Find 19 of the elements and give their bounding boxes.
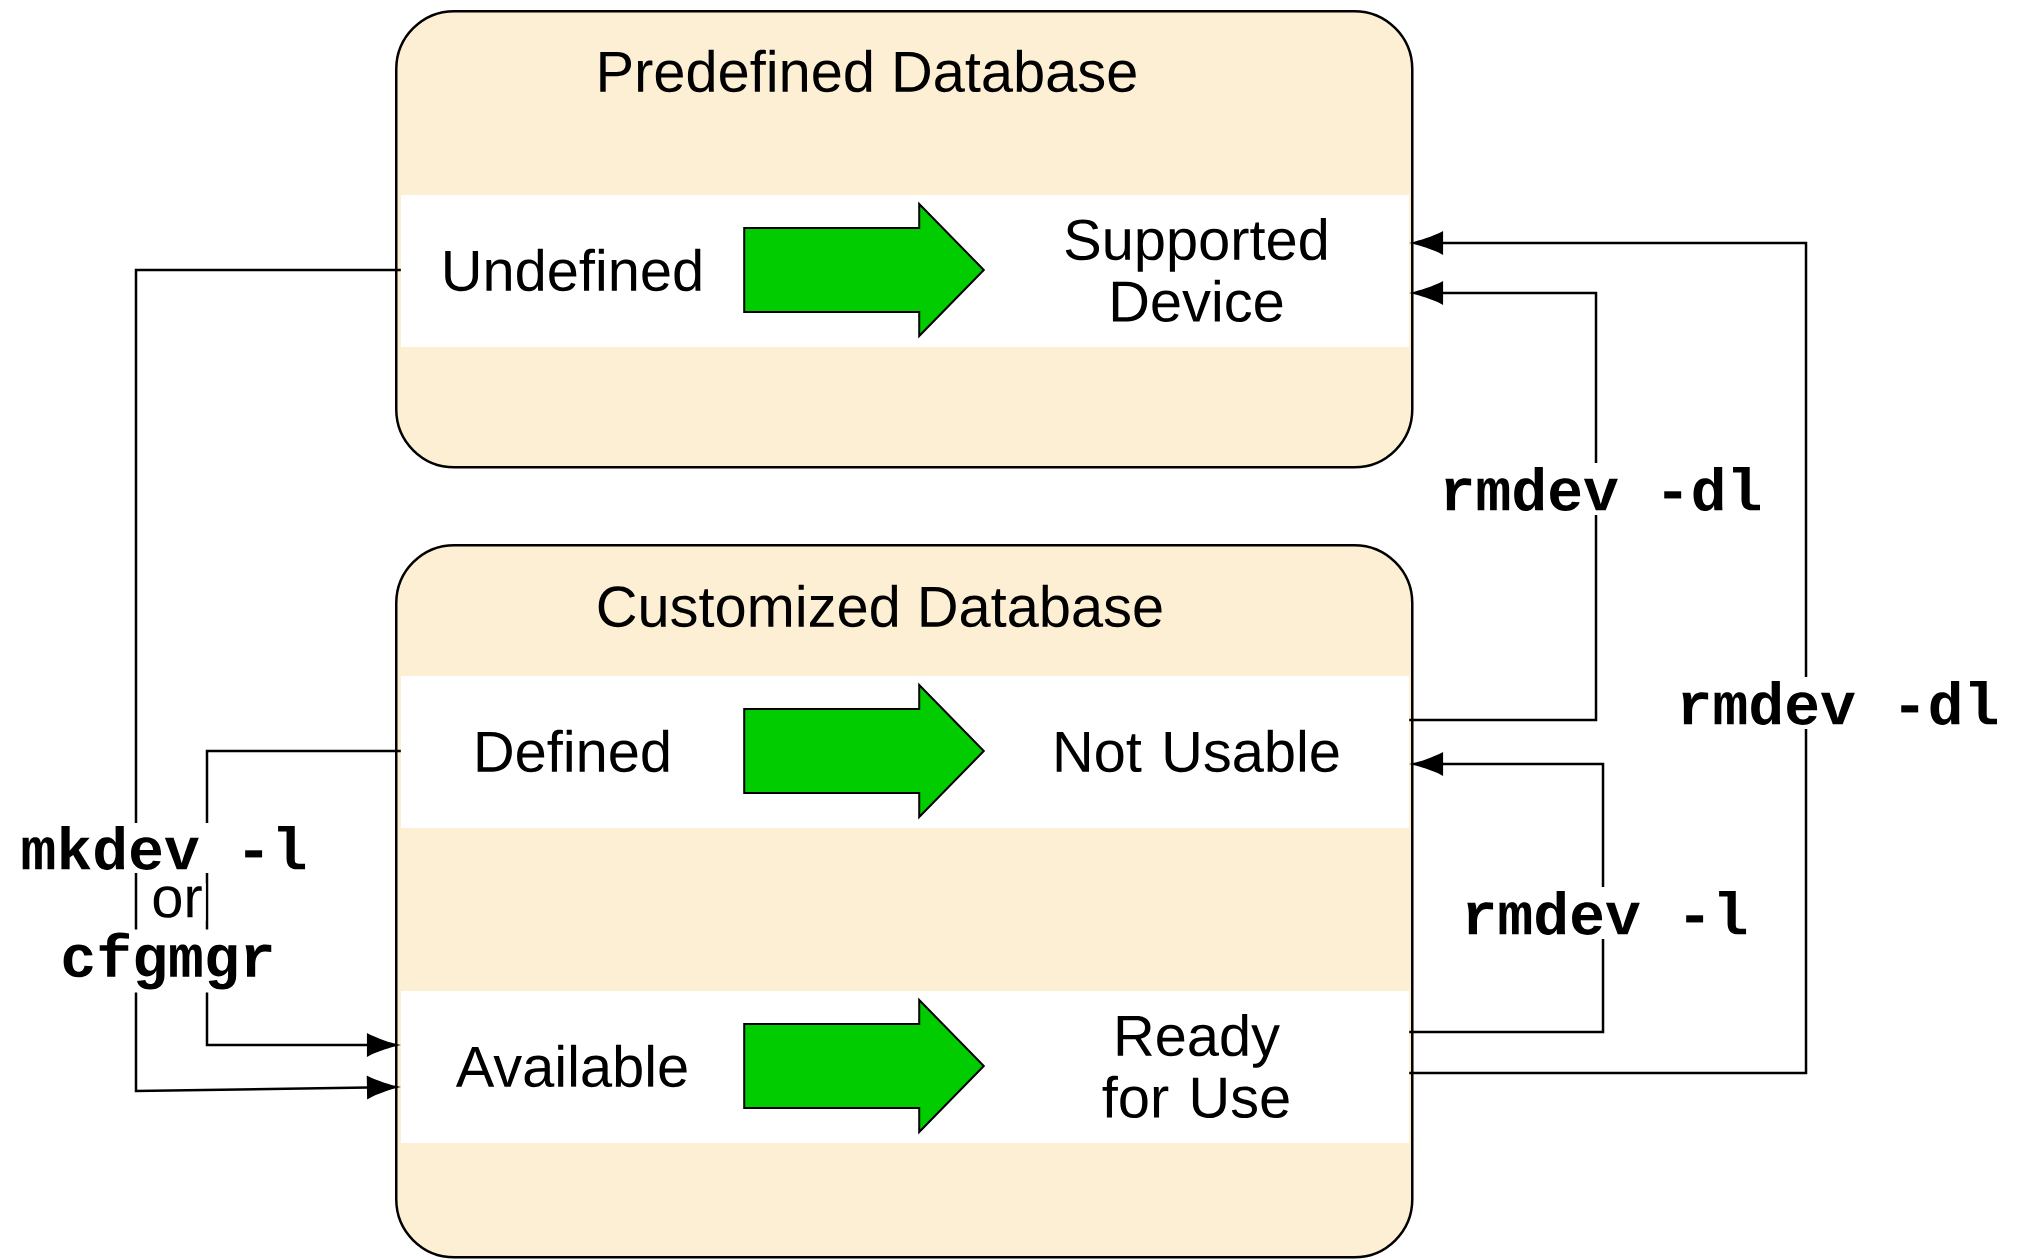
- block-arrow: [743, 997, 986, 1135]
- edge-label: rmdev -l: [1467, 891, 1747, 935]
- command-label: or: [148, 883, 206, 921]
- state-label: Supported Device: [1065, 217, 1327, 323]
- state-label: Defined: [477, 729, 669, 773]
- block-arrow: [743, 682, 986, 820]
- edge-label: rmdev -dl: [1445, 467, 1760, 511]
- state-label: Available: [455, 1044, 687, 1088]
- arrow: [1409, 231, 1808, 1075]
- state-label: Not Usable: [1056, 729, 1339, 773]
- block-arrow: [743, 201, 986, 339]
- arrow: [1409, 752, 1605, 1034]
- arrow: [134, 268, 401, 1099]
- command-label: mkdev -l: [17, 823, 311, 873]
- state-label: Undefined: [445, 248, 701, 292]
- command-label: cfgmgr: [57, 929, 279, 993]
- arrow: [1409, 281, 1598, 722]
- state-label: Ready for Use: [1102, 1013, 1289, 1119]
- edge-label: rmdev -dl: [1682, 681, 1997, 725]
